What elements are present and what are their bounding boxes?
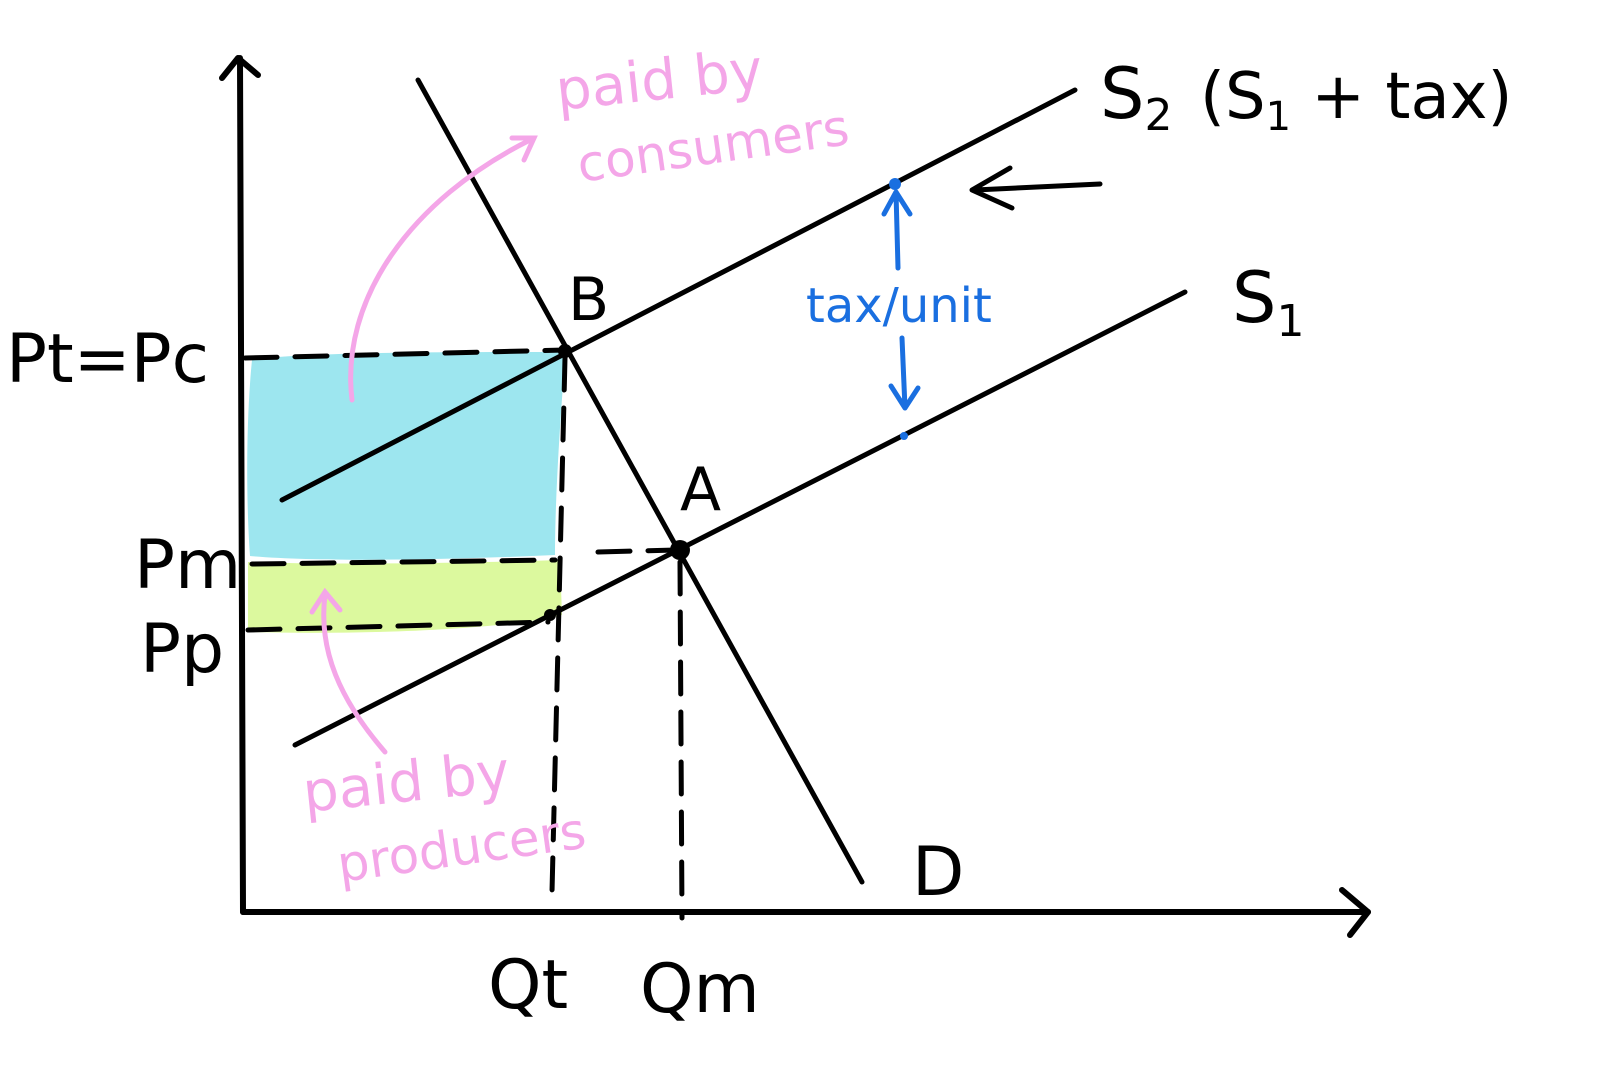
qm-dashed-line xyxy=(677,559,685,921)
tax-arrow-down xyxy=(888,335,921,411)
producers-arrow xyxy=(321,592,388,755)
producers-annotation-line1: paid by xyxy=(300,740,513,826)
consumers-arrow xyxy=(348,137,533,403)
pm-label: Pm xyxy=(134,526,241,605)
supply-curve-s2 xyxy=(279,87,1078,503)
s2-tax-point xyxy=(889,178,901,190)
point-a xyxy=(670,540,690,560)
axes xyxy=(219,55,1371,938)
pp-dashed-line xyxy=(245,619,551,633)
s1-tax-point xyxy=(900,432,908,440)
tax-per-unit-label: tax/unit xyxy=(806,278,992,334)
d-label: D xyxy=(912,833,964,912)
a-label: A xyxy=(680,455,721,525)
consumer-burden-area xyxy=(247,352,565,560)
qm-label: Qm xyxy=(640,950,760,1029)
pm-dashed-line xyxy=(249,557,558,567)
supply-curve-s1 xyxy=(292,289,1188,748)
pm-to-a-dashed-line xyxy=(595,547,679,555)
s1-label: S1 xyxy=(1232,257,1304,347)
x-axis-arrowhead xyxy=(1339,887,1371,938)
y-axis xyxy=(237,55,246,915)
b-label: B xyxy=(568,265,609,335)
producer-burden-area xyxy=(248,560,562,633)
consumers-arrowhead xyxy=(509,135,538,163)
qt-dashed-line xyxy=(549,355,568,895)
consumers-annotation-line1: paid by xyxy=(553,38,766,124)
tax-arrow-up xyxy=(881,189,913,271)
s2-label: S2 xyxy=(1100,53,1172,141)
pt-pc-dashed-line xyxy=(242,347,568,361)
pointer-arrow xyxy=(969,165,1103,211)
s2-note: (S1 + tax) xyxy=(1200,60,1513,140)
point-b xyxy=(558,344,572,358)
producers-arrowhead xyxy=(309,587,343,615)
demand-curve xyxy=(415,77,865,885)
qt-label: Qt xyxy=(488,946,568,1025)
y-axis-arrowhead xyxy=(219,55,261,81)
pp-label: Pp xyxy=(140,610,224,689)
point-pp xyxy=(544,609,556,621)
pt-pc-label: Pt=Pc xyxy=(6,320,209,399)
